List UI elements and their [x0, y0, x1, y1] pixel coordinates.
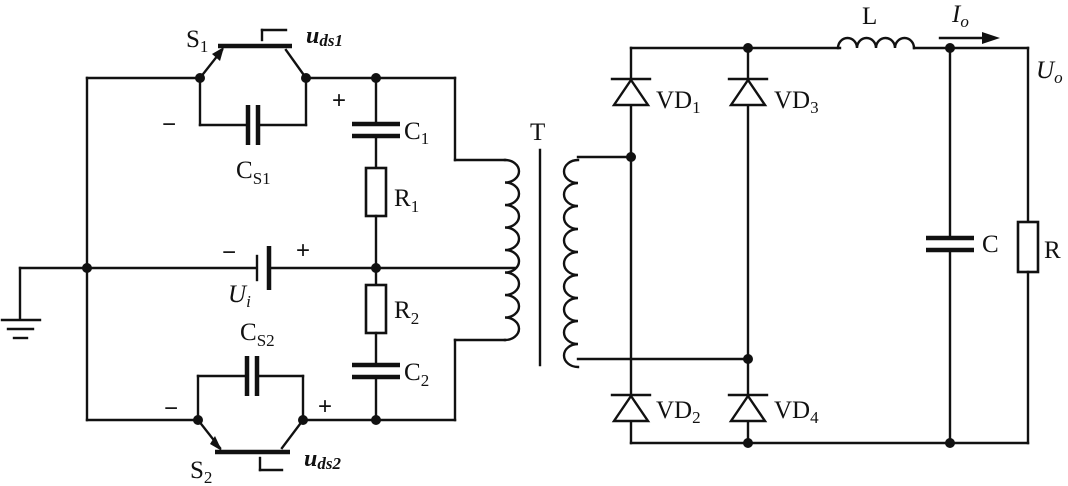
- label-c: C: [982, 231, 999, 258]
- label-cs2: CS2: [240, 319, 275, 350]
- node: [626, 152, 636, 162]
- capacitor-c: [926, 46, 974, 445]
- label-r1: R1: [394, 185, 419, 216]
- label-c1: C1: [404, 118, 429, 148]
- node: [743, 438, 753, 448]
- label-vd2: VD2: [656, 397, 701, 427]
- transistor-s2: [196, 418, 305, 472]
- sign-c1-plus: +: [332, 87, 346, 114]
- node: [743, 354, 753, 364]
- capacitor-cs1: [198, 76, 308, 145]
- sign-cs2-minus: −: [164, 395, 178, 422]
- diode-vd3: [727, 77, 769, 107]
- current-arrow-io: [938, 32, 1000, 44]
- diode-vd4: [727, 393, 769, 423]
- label-uds1: uds1: [306, 23, 343, 50]
- node: [945, 438, 955, 448]
- label-uds2: uds2: [304, 446, 341, 473]
- label-cs1: CS1: [236, 157, 271, 188]
- label-s2: S2: [190, 457, 212, 486]
- node: [82, 263, 92, 273]
- diode-vd1: [610, 77, 652, 107]
- label-vd4: VD4: [774, 397, 819, 427]
- transformer-primary-winding: [503, 158, 521, 342]
- transformer-secondary-winding: [562, 158, 580, 369]
- label-ui: Ui: [228, 281, 251, 311]
- ground-symbol: [0, 266, 89, 340]
- label-r2: R2: [394, 297, 419, 328]
- sign-ui-minus: −: [222, 239, 236, 266]
- sign-c2-plus: +: [318, 393, 332, 420]
- label-vd3: VD3: [774, 87, 819, 117]
- transistor-s1: [198, 28, 308, 80]
- label-s1: S1: [186, 26, 208, 56]
- inductor-l: [836, 36, 916, 50]
- label-l: L: [862, 3, 877, 30]
- capacitor-cs2: [196, 356, 305, 422]
- label-vd1: VD1: [656, 87, 701, 117]
- label-io: Io: [951, 1, 969, 31]
- diode-vd2: [610, 393, 652, 423]
- battery-ui: [255, 246, 272, 290]
- sign-ui-plus: +: [296, 237, 310, 264]
- label-uo: Uo: [1036, 57, 1063, 87]
- capacitor-c1: [352, 76, 400, 170]
- resistor-r2: [364, 283, 388, 335]
- node: [743, 43, 753, 53]
- resistor-r1: [364, 166, 388, 218]
- sign-cs1-minus: −: [162, 111, 176, 138]
- node: [371, 415, 381, 425]
- capacitor-c2: [352, 362, 400, 422]
- label-r: R: [1044, 237, 1061, 264]
- label-c2: C2: [404, 359, 429, 390]
- resistor-r-load: [1016, 220, 1040, 274]
- label-t: T: [530, 119, 545, 146]
